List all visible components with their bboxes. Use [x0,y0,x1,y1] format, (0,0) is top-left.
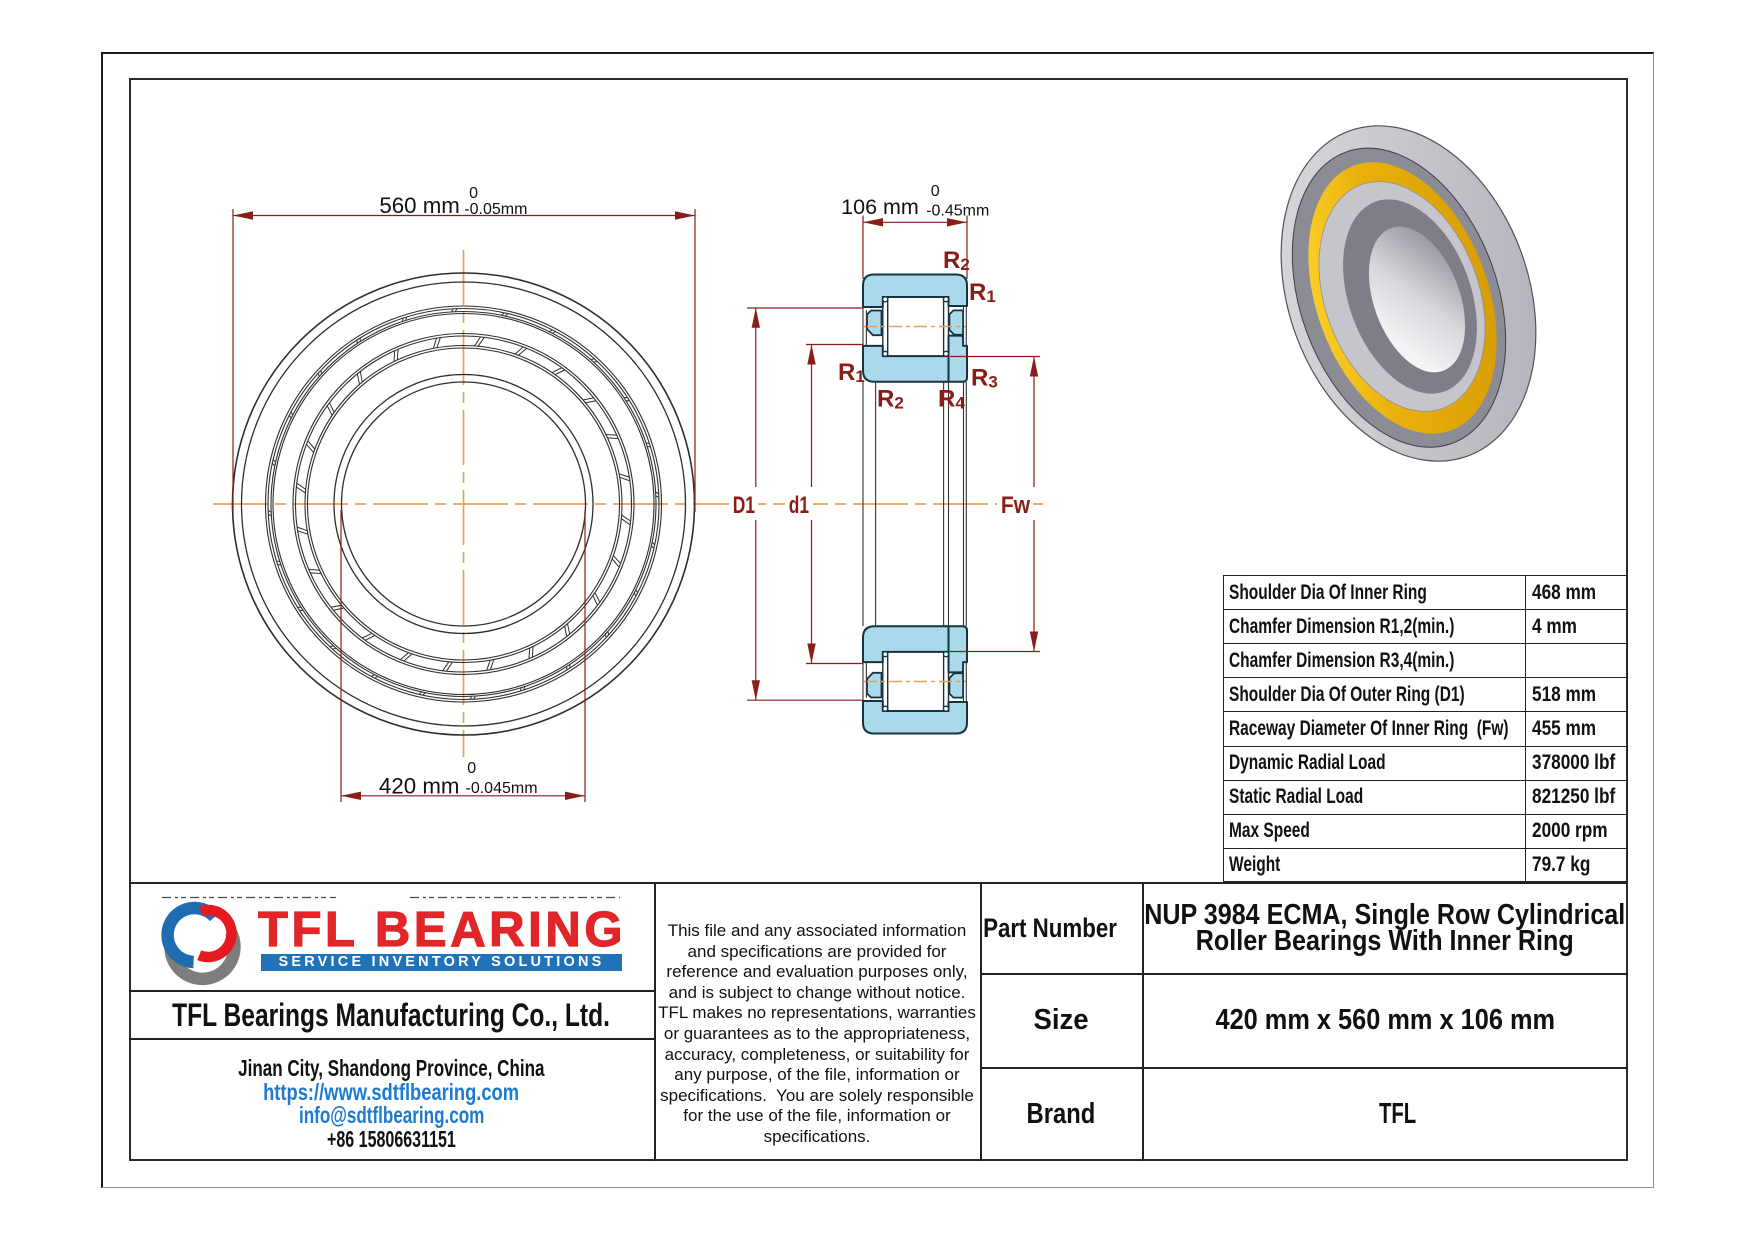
svg-text:-0.05mm: -0.05mm [464,201,527,218]
svg-text:R1: R1 [838,359,865,386]
svg-text:106 mm: 106 mm [841,195,919,219]
svg-text:Fw: Fw [1001,492,1030,519]
svg-text:D1: D1 [733,492,755,519]
svg-text:d1: d1 [789,492,809,519]
svg-text:-0.45mm: -0.45mm [926,203,989,220]
svg-text:0: 0 [931,183,940,200]
svg-text:R4: R4 [938,386,965,413]
svg-text:R2: R2 [943,247,970,274]
svg-text:R2: R2 [877,386,904,413]
svg-text:0: 0 [469,185,478,202]
svg-text:0: 0 [467,760,476,777]
svg-text:560 mm: 560 mm [379,193,460,218]
svg-text:R1: R1 [969,279,996,306]
svg-text:420 mm: 420 mm [379,773,460,798]
svg-text:-0.045mm: -0.045mm [466,780,538,797]
svg-text:R3: R3 [971,365,998,392]
